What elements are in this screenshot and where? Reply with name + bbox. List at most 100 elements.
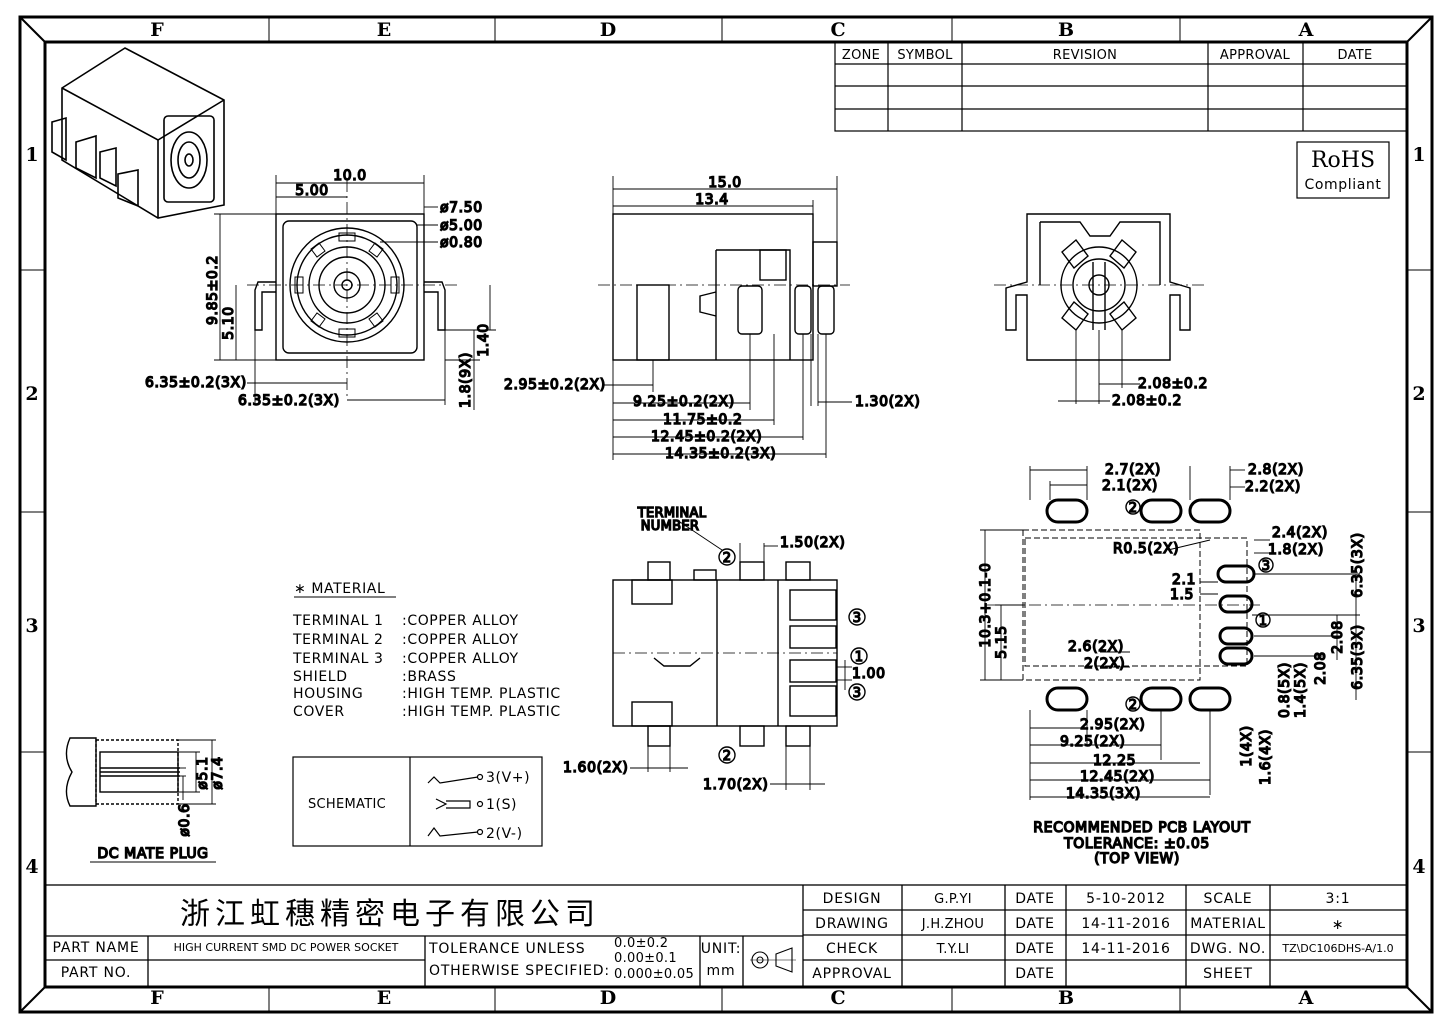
material-value: :BRASS xyxy=(402,669,456,685)
rohs-subtitle: Compliant xyxy=(1305,177,1382,193)
dim-label: R0.5(2X) xyxy=(1113,541,1179,557)
role-name: T.Y.LI xyxy=(936,942,970,957)
zone-labels: F E D C B A F E D C B A 1 2 3 4 1 2 3 4 xyxy=(25,19,1425,1009)
side-view: 15.0 13.4 2.95±0.2(2X) 9.25±0.2(2X) 11.7… xyxy=(503,174,920,462)
drawing-number: TZ\DC106DHS-A/1.0 xyxy=(1281,942,1393,955)
part-no-label: PART NO. xyxy=(61,965,132,981)
zone-row-label: 1 xyxy=(25,144,38,166)
zone-col-label: B xyxy=(1058,19,1074,41)
material-part: TERMINAL 1 xyxy=(292,613,384,629)
dim-label: 11.75±0.2 xyxy=(663,412,742,428)
revision-header: SYMBOL xyxy=(897,48,953,63)
terminal-marker: 2 xyxy=(723,749,732,764)
dim-label: 12.25 xyxy=(1093,753,1136,769)
pcb-caption: TOLERANCE: ±0.05 xyxy=(1063,836,1210,852)
terminal-marker: 2 xyxy=(1129,698,1138,713)
dim-label: 9.25(2X) xyxy=(1060,734,1125,750)
terminal-marker: 2 xyxy=(723,551,732,566)
material-value: :COPPER ALLOY xyxy=(402,613,519,629)
date-label: DATE xyxy=(1015,941,1055,957)
material-value: :COPPER ALLOY xyxy=(402,632,519,648)
tolerance-label: TOLERANCE UNLESS xyxy=(428,941,585,957)
role-label: APPROVAL xyxy=(812,966,891,982)
dim-label: 1.5 xyxy=(1170,587,1194,603)
tolerance-label: OTHERWISE SPECIFIED: xyxy=(429,963,610,979)
terminal-marker: 1 xyxy=(1259,614,1268,629)
dim-label: 2.1 xyxy=(1172,572,1196,588)
date-value: 5-10-2012 xyxy=(1086,891,1166,907)
dim-label: ø7.4 xyxy=(210,756,226,789)
date-value: 14-11-2016 xyxy=(1081,941,1170,957)
terminal-number-label: TERMINAL xyxy=(637,506,707,521)
zone-col-label: F xyxy=(150,19,164,41)
material-part: SHIELD xyxy=(293,669,348,685)
revision-header: ZONE xyxy=(842,48,880,63)
part-name-value: HIGH CURRENT SMD DC POWER SOCKET xyxy=(174,941,399,954)
pcb-caption: (TOP VIEW) xyxy=(1094,851,1180,867)
info-key: SCALE xyxy=(1204,891,1253,907)
material-part: TERMINAL 3 xyxy=(292,651,384,667)
title-block: 浙江虹穗精密电子有限公司 PART NAME HIGH CURRENT SMD … xyxy=(44,884,1408,988)
dim-label: 14.35(3X) xyxy=(1066,786,1141,802)
zone-col-label: B xyxy=(1058,987,1074,1009)
dim-label: 2.2(2X) xyxy=(1245,479,1301,495)
info-value: ∗ xyxy=(1332,917,1345,933)
material-part: HOUSING xyxy=(293,686,363,702)
dim-label: 2.08 xyxy=(1330,620,1346,654)
zone-col-label: C xyxy=(830,987,845,1009)
zone-col-label: A xyxy=(1298,19,1314,41)
material-value: :COPPER ALLOY xyxy=(402,651,519,667)
projection-symbol-icon xyxy=(750,947,796,973)
dim-label: 2.8(2X) xyxy=(1248,462,1304,478)
dim-label: 10.3+0.1-0 xyxy=(978,562,994,647)
date-label: DATE xyxy=(1015,916,1055,932)
dim-label: ø5.00 xyxy=(440,218,483,234)
revision-header: REVISION xyxy=(1053,48,1117,63)
dim-label: 1.00 xyxy=(852,666,886,682)
dim-label: 6.35±0.2(3X) xyxy=(238,393,340,409)
rear-view: 2.08±0.2 2.08±0.2 xyxy=(994,213,1208,410)
dim-label: 1.8(9X) xyxy=(458,352,474,408)
zone-col-label: F xyxy=(150,987,164,1009)
dim-label: 5.15 xyxy=(994,625,1010,659)
material-value: :HIGH TEMP. PLASTIC xyxy=(402,686,561,702)
revision-header: APPROVAL xyxy=(1220,48,1291,63)
rohs-title: RoHS xyxy=(1311,148,1375,173)
dim-label: 1(4X) xyxy=(1239,725,1255,766)
dim-label: 6.35±0.2(3X) xyxy=(145,375,247,391)
dim-label: 2.95(2X) xyxy=(1080,717,1145,733)
terminal-marker: 3 xyxy=(853,686,862,701)
dim-label: 1.60(2X) xyxy=(563,760,628,776)
dim-label: 1.8(2X) xyxy=(1268,542,1324,558)
dim-label: 12.45(2X) xyxy=(1080,769,1155,785)
schematic-box: SCHEMATIC 3(V+) 1(S) 2(V-) xyxy=(292,756,543,847)
revision-header: DATE xyxy=(1337,48,1372,63)
unit-label: UNIT: xyxy=(701,941,742,957)
pcb-caption: RECOMMENDED PCB LAYOUT xyxy=(1033,820,1250,836)
terminal-number-label: NUMBER xyxy=(641,519,699,534)
mate-plug-title: DC MATE PLUG xyxy=(97,846,208,862)
material-list: ∗ MATERIAL TERMINAL 1 :COPPER ALLOY TERM… xyxy=(292,581,561,720)
material-part: COVER xyxy=(293,704,345,720)
dim-label: 1.40 xyxy=(476,323,492,357)
dim-label: 1.6(4X) xyxy=(1258,729,1274,785)
role-label: DESIGN xyxy=(823,891,882,907)
dim-label: ø5.1 xyxy=(195,756,211,789)
dim-label: 1.50(2X) xyxy=(780,535,845,551)
zone-row-label: 3 xyxy=(25,615,38,637)
schematic-pin: 2(V-) xyxy=(486,826,523,842)
dim-label: 2.7(2X) xyxy=(1105,462,1161,478)
dim-label: 1.4(5X) xyxy=(1293,662,1309,718)
zone-row-label: 2 xyxy=(1412,383,1425,405)
unit-value: mm xyxy=(707,963,736,979)
dc-mate-plug: ø5.1 ø7.4 ø0.6 DC MATE PLUG xyxy=(65,737,227,863)
zone-row-label: 2 xyxy=(25,383,38,405)
zone-row-label: 4 xyxy=(1412,856,1425,878)
terminal-marker: 3 xyxy=(853,611,862,626)
zone-col-label: E xyxy=(377,987,391,1009)
pcb-layout: 2 3 1 2 2.7(2X) 2.1(2X) 2.8(2X) 2.2(2X) … xyxy=(977,461,1366,867)
dim-label: 1.30(2X) xyxy=(855,394,920,410)
material-title: ∗ MATERIAL xyxy=(294,581,385,597)
zone-col-label: D xyxy=(600,987,616,1009)
